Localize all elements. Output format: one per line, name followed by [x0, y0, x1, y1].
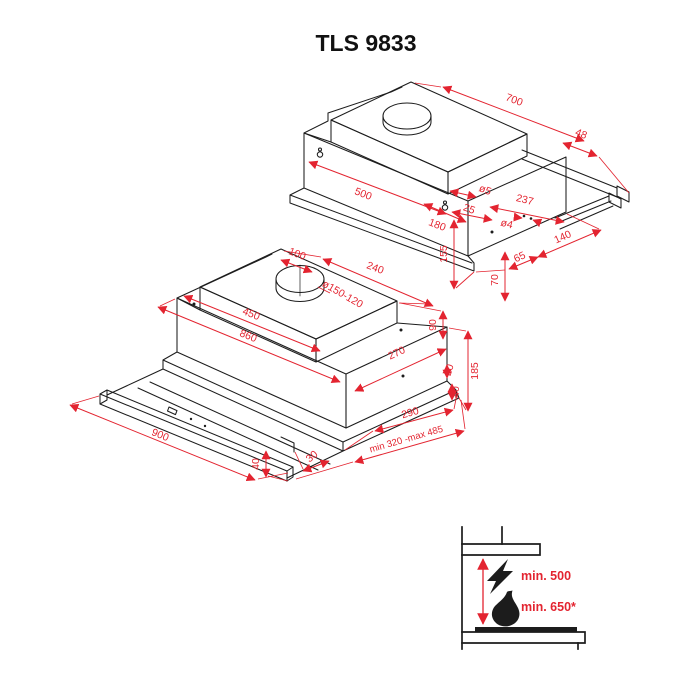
dim-height-155: 155 [438, 245, 450, 263]
dim-40-right: 40 [450, 386, 462, 398]
cooktop-bar [475, 627, 577, 632]
dim-height-185: 185 [469, 362, 481, 380]
dim-25: 25 [461, 202, 476, 217]
top-drawing-dimensions: 700 48 500 180 155 ø5 25 237 ø4 65 [308, 82, 630, 302]
screw-hole [529, 217, 533, 220]
dim-20: 20 [442, 363, 457, 378]
middle-drawing: 100 240 ø150-120 450 860 270 90 20 40 18… [69, 245, 481, 482]
lightning-icon [487, 559, 513, 594]
dim-70: 70 [489, 274, 501, 286]
duct-collar-icon [382, 102, 432, 130]
duct-collar-icon [275, 264, 325, 302]
dim-180: 180 [427, 216, 448, 234]
dim-rail-48: 48 [573, 127, 588, 142]
screw-hole [490, 230, 494, 234]
dim-40-bottom: 40 [250, 458, 262, 470]
keyhole-slot [441, 200, 449, 211]
telescopic-rail [521, 149, 630, 230]
keyhole-slot [316, 147, 324, 158]
dim-duct-diameter: ø150-120 [320, 278, 365, 311]
dim-hole-dia4: ø4 [499, 217, 514, 232]
dim-90: 90 [427, 319, 439, 331]
clearance-diagram: min. 500 min. 650* [461, 526, 586, 650]
handle-dot [189, 417, 193, 421]
dim-900: 900 [150, 426, 171, 444]
dim-860: 860 [238, 327, 259, 345]
dim-hole-dia5: ø5 [477, 182, 493, 198]
screw-hole [401, 374, 405, 378]
gas-clearance-label: min. 650* [521, 600, 576, 614]
screw-hole [399, 328, 403, 332]
screw-hole [192, 302, 196, 306]
screw-hole [522, 214, 526, 218]
top-drawing: 700 48 500 180 155 ø5 25 237 ø4 65 [289, 81, 630, 302]
handle-dot [203, 424, 207, 428]
dim-100: 100 [287, 245, 308, 263]
dim-65: 65 [512, 249, 528, 265]
mid-main-body [176, 253, 448, 429]
hood-box [461, 543, 541, 556]
counter-box [461, 631, 586, 644]
electric-clearance-label: min. 500 [521, 569, 571, 583]
flame-icon [491, 590, 520, 627]
top-motor-box [330, 81, 528, 195]
page-title: TLS 9833 [316, 30, 417, 56]
drawer-step [280, 436, 295, 453]
switch-slot [166, 406, 178, 416]
dim-237: 237 [515, 192, 535, 208]
dim-290: 290 [400, 405, 420, 421]
dim-240: 240 [365, 259, 386, 277]
dim-mount-500: 500 [353, 185, 374, 203]
dim-length-700: 700 [504, 91, 525, 109]
